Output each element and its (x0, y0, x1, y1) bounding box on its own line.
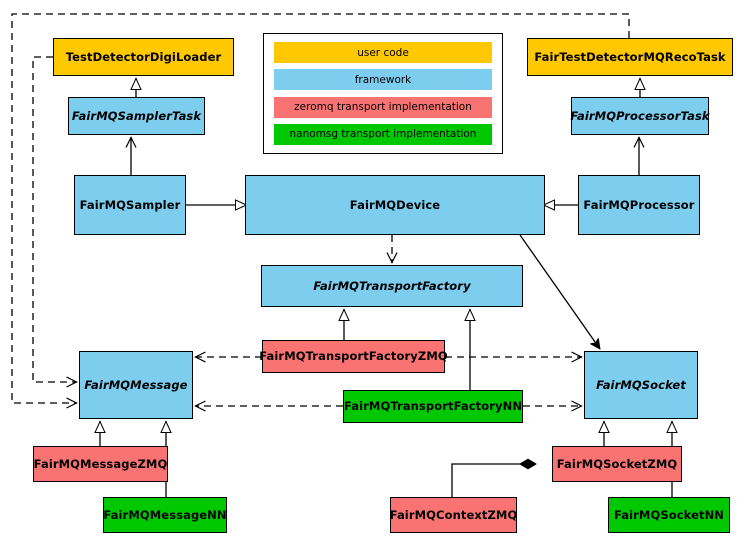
class-label: FairMQMessageZMQ (33, 456, 168, 471)
class-node-fair-mq-device[interactable]: FairMQDevice (245, 175, 545, 235)
class-node-fair-mq-context-zmq[interactable]: FairMQContextZMQ (390, 497, 517, 533)
edge-device-socket (519, 234, 601, 349)
class-label: FairMQTransportFactory (313, 278, 471, 293)
class-node-fair-mq-sampler[interactable]: FairMQSampler (74, 175, 186, 235)
class-label: FairMQSocket (596, 377, 686, 392)
class-label: FairMQSocketNN (613, 507, 725, 522)
edge-digiloader-message (32, 56, 77, 382)
class-label: FairMQContextZMQ (389, 507, 518, 522)
class-node-fair-mq-socket[interactable]: FairMQSocket (584, 351, 698, 419)
class-label: FairMQSampler (79, 197, 181, 212)
class-node-fair-mq-sampler-task[interactable]: FairMQSamplerTask (68, 97, 205, 135)
legend-item-nanomsg: nanomsg transport implementation (274, 123, 492, 145)
class-node-fair-mq-transport-factory-nn[interactable]: FairMQTransportFactoryNN (343, 390, 523, 423)
class-label: FairMQTransportFactoryNN (343, 399, 523, 414)
class-label: FairMQDevice (349, 197, 441, 212)
class-node-fair-mq-processor-task[interactable]: FairMQProcessorTask (570, 97, 710, 135)
class-label: FairMQMessageNN (103, 507, 227, 522)
legend-label: user code (357, 46, 409, 59)
legend-item-framework: framework (274, 69, 492, 91)
legend-item-zeromq: zeromq transport implementation (274, 96, 492, 118)
edge-recotask-message (11, 13, 630, 403)
legend-label: nanomsg transport implementation (289, 128, 477, 141)
legend-label: zeromq transport implementation (294, 101, 472, 114)
class-node-fair-mq-message-zmq[interactable]: FairMQMessageZMQ (33, 446, 168, 482)
class-node-fair-mq-message-nn[interactable]: FairMQMessageNN (103, 497, 227, 533)
class-node-fair-mq-transport-factory[interactable]: FairMQTransportFactory (261, 265, 523, 307)
class-node-fair-mq-socket-zmq[interactable]: FairMQSocketZMQ (552, 446, 682, 482)
class-label: TestDetectorDigiLoader (65, 49, 222, 64)
legend-label: framework (354, 73, 412, 86)
class-label: FairMQSamplerTask (71, 108, 202, 123)
class-node-fair-mq-message[interactable]: FairMQMessage (79, 351, 193, 419)
class-label: FairMQSocketZMQ (556, 456, 678, 471)
class-label: FairTestDetectorMQRecoTask (534, 49, 726, 64)
class-node-fair-test-detector-mq-reco-task[interactable]: FairTestDetectorMQRecoTask (527, 38, 733, 76)
class-label: FairMQTransportFactoryZMQ (259, 349, 448, 364)
class-node-fair-mq-socket-nn[interactable]: FairMQSocketNN (608, 497, 730, 533)
class-label: FairMQMessage (84, 377, 188, 392)
legend: user code framework zeromq transport imp… (263, 33, 503, 154)
class-label: FairMQProcessor (583, 197, 695, 212)
legend-item-user-code: user code (274, 42, 492, 63)
class-node-fair-mq-processor[interactable]: FairMQProcessor (578, 175, 700, 235)
class-node-test-detector-digi-loader[interactable]: TestDetectorDigiLoader (53, 38, 234, 76)
class-label: FairMQProcessorTask (570, 108, 710, 123)
edge-contextzmq-socketzmq (451, 464, 536, 497)
class-node-fair-mq-transport-factory-zmq[interactable]: FairMQTransportFactoryZMQ (259, 340, 448, 373)
